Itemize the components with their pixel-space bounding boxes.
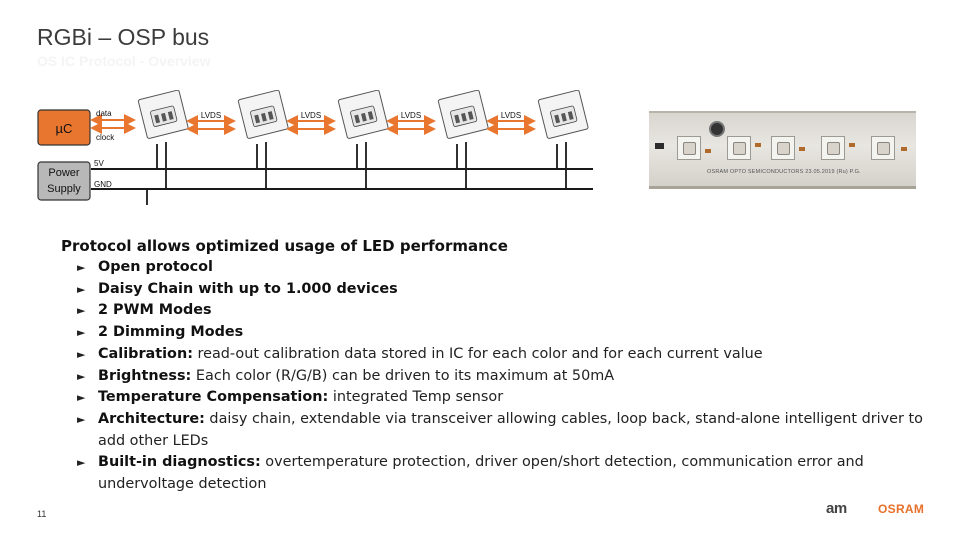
power-supply-block bbox=[37, 161, 91, 201]
list-item: ►Built-in diagnostics: overtemperature p… bbox=[77, 454, 864, 493]
photo-led bbox=[677, 136, 701, 160]
photo-connector-pins bbox=[655, 143, 664, 149]
list-item: ►Architecture: daisy chain, extendable v… bbox=[77, 410, 923, 449]
feature-heading: Protocol allows optimized usage of LED p… bbox=[61, 237, 508, 255]
list-item: ►Calibration: read-out calibration data … bbox=[77, 344, 941, 366]
ams-logo: am bbox=[826, 500, 847, 517]
bullet-triangle-icon: ► bbox=[77, 391, 86, 405]
feature-list-section: Protocol allows optimized usage of LED p… bbox=[61, 235, 941, 496]
v5-label: 5V bbox=[94, 159, 104, 168]
lvds-link: LVDS bbox=[386, 111, 436, 135]
list-item: ►Daisy Chain with up to 1.000 devices bbox=[77, 279, 941, 301]
osram-logo: OSRAM bbox=[878, 502, 925, 516]
bullet-triangle-icon: ► bbox=[77, 369, 86, 383]
slide-title: RGBi – OSP bus bbox=[37, 24, 210, 50]
bullet-triangle-icon: ► bbox=[77, 412, 86, 426]
list-item: ►Temperature Compensation: integrated Te… bbox=[77, 387, 941, 409]
list-item: ►Open protocol bbox=[77, 257, 941, 279]
bullet-triangle-icon: ► bbox=[77, 456, 86, 470]
led-module bbox=[337, 90, 389, 139]
uc-label: µC bbox=[56, 121, 73, 136]
lvds-link: LVDS bbox=[286, 111, 336, 135]
led-module bbox=[237, 90, 289, 139]
svg-text:LVDS: LVDS bbox=[201, 111, 221, 120]
list-item: ►2 PWM Modes bbox=[77, 300, 941, 322]
led-strip-photo: OSRAM OPTO SEMICONDUCTORS 23.05.2019 (Ru… bbox=[649, 111, 916, 189]
photo-caption: OSRAM OPTO SEMICONDUCTORS 23.05.2019 (Ru… bbox=[707, 169, 861, 175]
bullet-triangle-icon: ► bbox=[77, 326, 86, 340]
led-supply-taps bbox=[146, 142, 567, 205]
data-label: data bbox=[96, 109, 112, 118]
page-number: 11 bbox=[37, 509, 47, 519]
photo-led bbox=[871, 136, 895, 160]
bullet-triangle-icon: ► bbox=[77, 304, 86, 318]
power-label-2: Supply bbox=[47, 183, 81, 195]
feature-list: ►Open protocol ►Daisy Chain with up to 1… bbox=[61, 257, 941, 496]
lvds-link: LVDS bbox=[486, 111, 536, 135]
lvds-link: LVDS bbox=[186, 111, 236, 135]
osp-bus-diagram: µC Power Supply 5V GND data clock bbox=[37, 90, 593, 205]
photo-led bbox=[727, 136, 751, 160]
list-item: ►2 Dimming Modes bbox=[77, 322, 941, 344]
clock-label: clock bbox=[96, 133, 115, 142]
gnd-label: GND bbox=[94, 180, 112, 189]
svg-text:LVDS: LVDS bbox=[501, 111, 521, 120]
slide-subtitle: OS IC Protocol - Overview bbox=[37, 53, 211, 69]
led-module bbox=[537, 90, 589, 139]
list-item: ►Brightness: Each color (R/G/B) can be d… bbox=[77, 366, 941, 388]
bullet-triangle-icon: ► bbox=[77, 282, 86, 296]
led-module bbox=[437, 90, 489, 139]
bullet-triangle-icon: ► bbox=[77, 347, 86, 361]
power-label-1: Power bbox=[48, 167, 80, 179]
photo-led bbox=[771, 136, 795, 160]
photo-connector bbox=[709, 121, 725, 137]
svg-text:LVDS: LVDS bbox=[401, 111, 421, 120]
svg-text:LVDS: LVDS bbox=[301, 111, 321, 120]
led-module bbox=[137, 90, 189, 139]
bullet-triangle-icon: ► bbox=[77, 261, 86, 274]
photo-led bbox=[821, 136, 845, 160]
